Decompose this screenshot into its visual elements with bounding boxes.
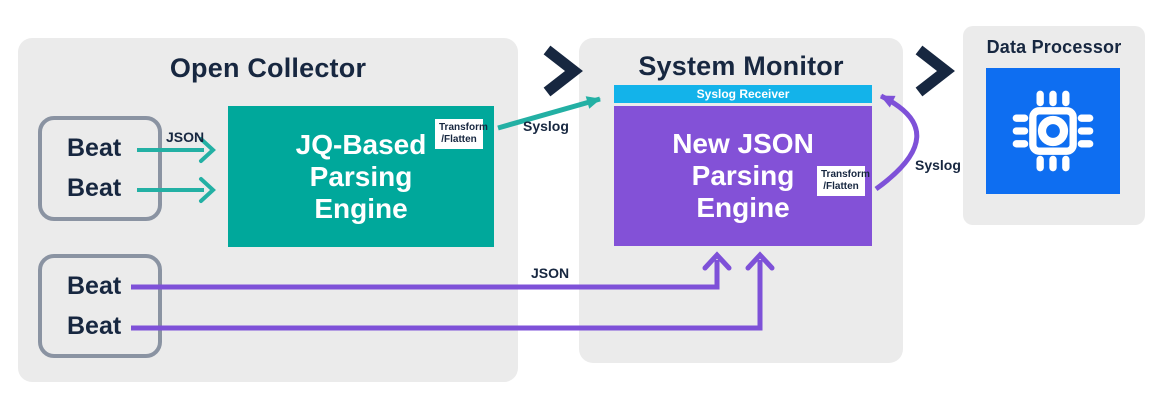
badge-line: Transform (821, 169, 870, 180)
engine-text-line: Engine (314, 192, 408, 224)
flow-label-syslog-top: Syslog (523, 118, 569, 134)
engine-text-line: JQ-Based (295, 128, 427, 160)
beat-label: Beat (67, 134, 122, 162)
flow-label-json-top: JSON (166, 129, 205, 145)
badge-line: /Flatten (441, 134, 477, 145)
flow-label-syslog-right: Syslog (915, 157, 961, 173)
beat-group-top: Beat Beat (38, 116, 162, 221)
chevron-right-icon (543, 45, 583, 97)
engine-text-line: New JSON (672, 128, 814, 159)
jq-parsing-engine-box: JQ-Based Parsing Engine Transform /Flatt… (228, 106, 494, 247)
beat-group-bottom: Beat Beat (38, 254, 162, 358)
chevron-right-icon (915, 45, 955, 97)
data-processor-tile (986, 68, 1120, 194)
engine-text-line: Parsing (691, 160, 795, 191)
data-processor-title: Data Processor (986, 37, 1122, 57)
engine-text-line: Engine (696, 192, 790, 223)
transform-flatten-badge: Transform /Flatten (817, 166, 870, 196)
flow-label-json-bottom: JSON (531, 265, 570, 281)
open-collector-panel: Open Collector Beat Beat Beat Beat JQ-Ba… (18, 38, 518, 382)
beat-label: Beat (67, 174, 122, 202)
processor-chip-icon (1012, 90, 1094, 172)
transform-flatten-badge: Transform /Flatten (435, 119, 488, 149)
engine-text-line: Parsing (309, 160, 413, 192)
beat-label: Beat (67, 271, 122, 300)
beat-label: Beat (67, 311, 122, 340)
new-json-parsing-engine-box: New JSON Parsing Engine Transform /Flatt… (614, 106, 872, 246)
open-collector-title: Open Collector (169, 53, 367, 83)
syslog-receiver-bar: Syslog Receiver (614, 85, 872, 103)
badge-line: /Flatten (823, 181, 859, 192)
badge-line: Transform (439, 122, 488, 133)
system-monitor-panel: System Monitor Syslog Receiver New JSON … (579, 38, 903, 363)
system-monitor-title: System Monitor (638, 51, 844, 81)
data-processor-panel: Data Processor (963, 26, 1145, 225)
